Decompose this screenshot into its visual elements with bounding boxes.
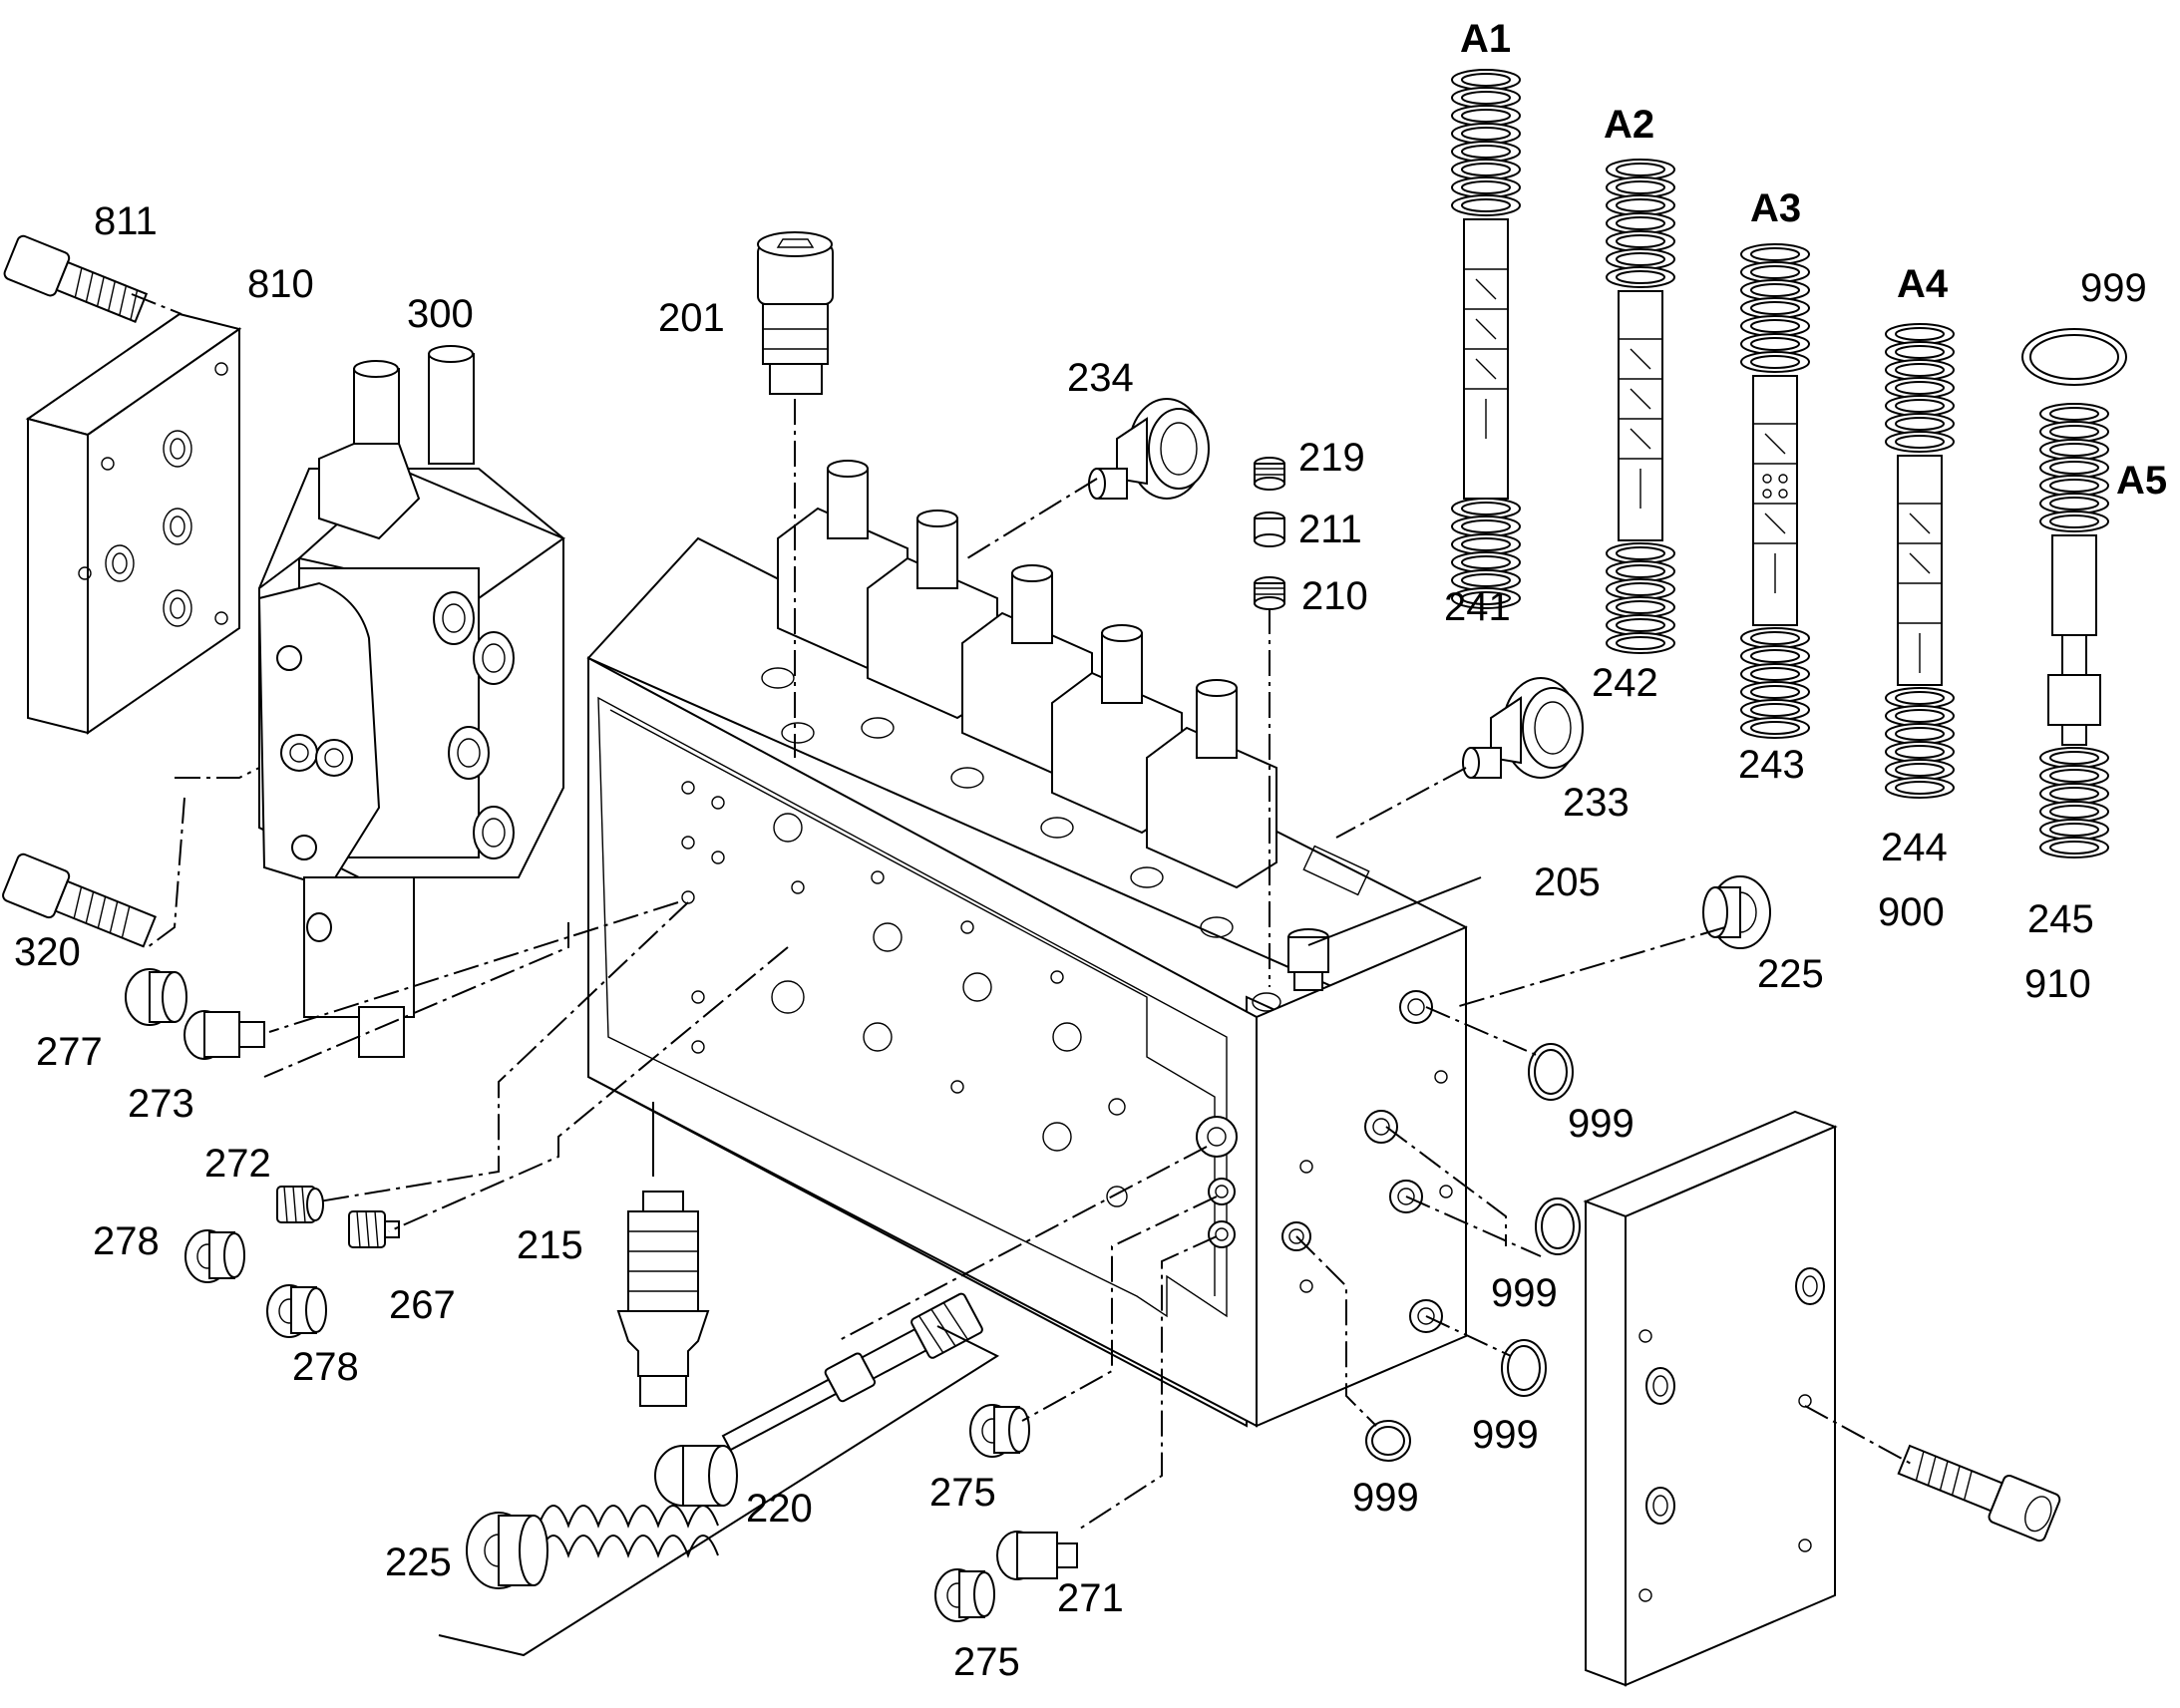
label-999-top: 999 <box>2080 266 2147 310</box>
label-278-b: 278 <box>292 1345 359 1389</box>
label-320: 320 <box>14 930 81 974</box>
spool-assembly-a4 <box>1885 323 1955 799</box>
label-a3: A3 <box>1750 186 1801 230</box>
plug-277 <box>125 968 187 1026</box>
bolt-811 <box>3 234 149 323</box>
label-300: 300 <box>407 292 474 336</box>
label-201: 201 <box>658 296 725 340</box>
valve-section-300 <box>257 345 566 1058</box>
o-ring-999-a <box>1528 1043 1574 1101</box>
label-272: 272 <box>204 1142 271 1186</box>
bolt-end-plate <box>1897 1444 2061 1542</box>
spool-assembly-a3 <box>1740 243 1810 739</box>
label-273: 273 <box>128 1082 194 1126</box>
label-999-b: 999 <box>1491 1271 1558 1315</box>
plug-272 <box>276 1186 324 1223</box>
side-ports <box>1196 1116 1238 1248</box>
solenoid-stack <box>777 460 1277 889</box>
end-plate <box>1583 1110 1838 1687</box>
label-219: 219 <box>1298 436 1365 480</box>
label-a4: A4 <box>1897 262 1949 306</box>
label-243: 243 <box>1738 743 1805 787</box>
label-900: 900 <box>1878 890 1945 934</box>
plug-267 <box>348 1210 400 1248</box>
label-a1: A1 <box>1460 17 1511 61</box>
plug-225-left <box>466 1512 548 1589</box>
fitting-271 <box>996 1531 1078 1580</box>
top-ports <box>761 667 1370 1012</box>
label-277: 277 <box>36 1030 103 1074</box>
assembly-lines <box>131 293 1916 1657</box>
plug-211 <box>1254 512 1285 547</box>
o-ring-999-d <box>1365 1420 1411 1462</box>
label-241: 241 <box>1444 585 1511 629</box>
valve-block <box>586 460 1468 1428</box>
plug-210 <box>1254 576 1285 610</box>
label-275-a: 275 <box>929 1471 996 1515</box>
label-211: 211 <box>1298 508 1362 551</box>
plug-278-b <box>266 1284 327 1338</box>
label-910: 910 <box>2024 962 2091 1006</box>
label-233: 233 <box>1563 781 1630 825</box>
label-244: 244 <box>1881 826 1948 869</box>
label-225-right: 225 <box>1757 952 1824 996</box>
label-220: 220 <box>746 1487 813 1531</box>
label-205: 205 <box>1534 860 1601 904</box>
plug-278-a <box>184 1229 245 1283</box>
label-278-a: 278 <box>93 1219 160 1263</box>
valve-234 <box>1088 398 1210 500</box>
label-245: 245 <box>2027 897 2094 941</box>
plug-219 <box>1254 457 1285 491</box>
label-215: 215 <box>517 1223 583 1267</box>
label-275-b: 275 <box>953 1640 1020 1684</box>
cover-plate-810 <box>25 312 242 735</box>
label-a5: A5 <box>2116 459 2167 503</box>
label-271: 271 <box>1057 1576 1124 1620</box>
spool-assembly-a2 <box>1606 159 1675 654</box>
label-810: 810 <box>247 262 314 306</box>
o-ring-999-b <box>1535 1197 1581 1255</box>
cartridge-201 <box>757 231 834 395</box>
label-811: 811 <box>94 199 158 243</box>
spool-assembly-a1 <box>1451 69 1521 609</box>
label-999-c: 999 <box>1472 1413 1539 1457</box>
spring-220 <box>538 1505 719 1558</box>
cartridge-215 <box>616 1191 710 1407</box>
plug-225-right <box>1702 875 1771 949</box>
label-234: 234 <box>1067 356 1134 400</box>
valve-233 <box>1462 677 1584 779</box>
fitting-273 <box>183 1010 265 1060</box>
block-ports <box>681 781 1128 1207</box>
o-ring-999-c <box>1501 1339 1547 1397</box>
part-labels: 811 810 300 201 234 219 211 210 A1 A2 A3… <box>14 17 2167 1684</box>
label-210: 210 <box>1301 574 1368 618</box>
bolt-320 <box>2 853 158 948</box>
o-ring-999-top <box>2021 328 2127 386</box>
spool-assembly-a5 <box>2039 403 2109 858</box>
plug-275-a <box>969 1404 1030 1458</box>
label-999-a: 999 <box>1568 1102 1635 1146</box>
label-999-d: 999 <box>1352 1476 1419 1520</box>
label-242: 242 <box>1592 661 1658 705</box>
label-a2: A2 <box>1604 103 1654 147</box>
label-225-left: 225 <box>385 1540 452 1584</box>
fitting-205 <box>1287 928 1329 991</box>
plug-275-b <box>934 1568 995 1622</box>
spool-220 <box>466 1292 983 1589</box>
label-267: 267 <box>389 1283 456 1327</box>
